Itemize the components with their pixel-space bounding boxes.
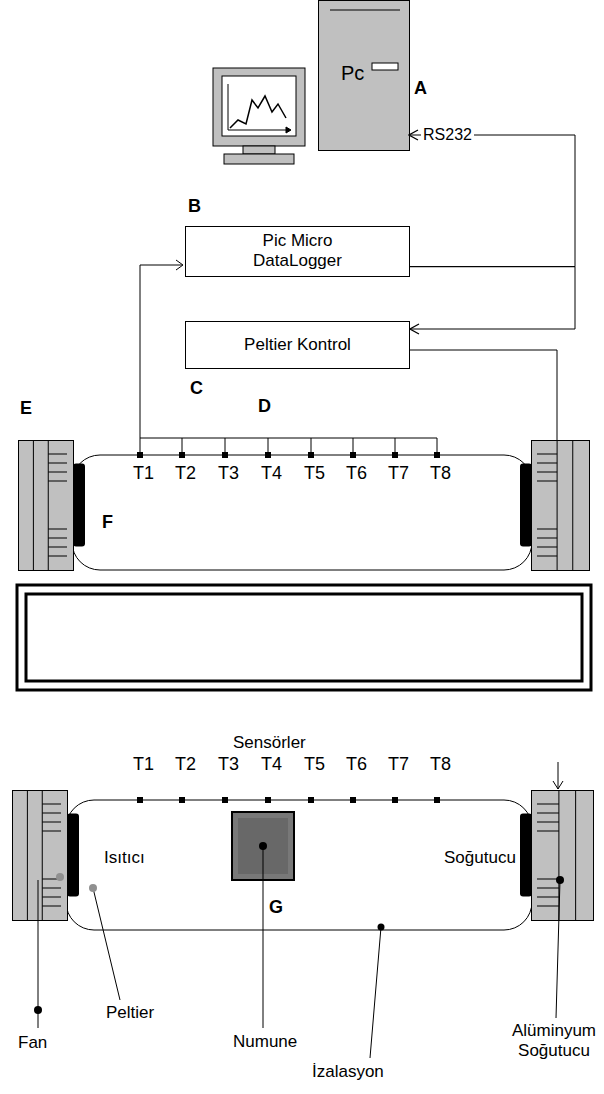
part-label: İzalasyon xyxy=(312,1062,384,1082)
signal-connector xyxy=(410,267,575,329)
box-label: Pc xyxy=(341,61,364,85)
aluminium-heatsink xyxy=(520,440,590,571)
callout-letter: D xyxy=(258,396,271,417)
aluminium-heatsink xyxy=(520,790,594,921)
sensor-wires xyxy=(140,260,562,455)
callout-letter: E xyxy=(20,398,32,419)
part-label: Numune xyxy=(233,1032,297,1052)
part-label: T4 xyxy=(261,463,282,484)
part-label: T6 xyxy=(346,463,367,484)
box-label: Peltier Kontrol xyxy=(244,335,351,355)
base-plate-inner xyxy=(26,594,582,681)
part-label: T3 xyxy=(218,754,239,775)
part-label: T2 xyxy=(175,463,196,484)
signal-connector xyxy=(409,135,575,267)
part-label: T3 xyxy=(218,463,239,484)
callout-letter: F xyxy=(102,512,113,533)
peltier-dot xyxy=(89,884,97,892)
part-label: T7 xyxy=(388,463,409,484)
part-label: T4 xyxy=(261,754,282,775)
computer-box: Pc xyxy=(319,1,409,150)
device-box: Peltier Kontrol xyxy=(185,321,410,369)
part-label: T1 xyxy=(133,754,154,775)
aluminium-heatsink xyxy=(19,440,86,571)
part-label: T2 xyxy=(175,754,196,775)
leader-lines xyxy=(38,846,560,1058)
part-label: Sensörler xyxy=(233,733,306,753)
device-box: Pic Micro DataLogger xyxy=(185,226,410,277)
callout-letter: B xyxy=(188,196,201,217)
part-label: T8 xyxy=(430,463,451,484)
part-label: T1 xyxy=(133,463,154,484)
aluminium-heatsink xyxy=(13,790,80,921)
heatsinks xyxy=(13,440,594,921)
box-label: Pic Micro DataLogger xyxy=(238,231,358,272)
part-label: T5 xyxy=(304,754,325,775)
tube-top xyxy=(72,455,532,570)
part-label: Fan xyxy=(18,1033,47,1053)
sensor-dots xyxy=(137,452,440,803)
base-plate xyxy=(17,585,591,690)
part-label: Peltier xyxy=(106,1003,154,1023)
part-label: T6 xyxy=(346,754,367,775)
leader-dots xyxy=(34,842,564,1014)
monitor-icon xyxy=(213,68,305,164)
callout-letter: G xyxy=(269,897,283,918)
tube-bottom xyxy=(66,800,532,930)
fan-dot xyxy=(56,873,64,881)
part-label: T5 xyxy=(304,463,325,484)
control-arrow xyxy=(553,762,563,789)
part-label: Isıtıcı xyxy=(104,848,145,868)
callout-letter: A xyxy=(414,78,427,99)
pc-tower xyxy=(319,1,410,151)
edge-label: RS232 xyxy=(421,126,474,144)
part-label: Soğutucu xyxy=(444,848,516,868)
callout-letter: C xyxy=(190,378,203,399)
part-label: T8 xyxy=(430,754,451,775)
part-label: Alüminyum Soğutucu xyxy=(506,1021,602,1060)
part-label: T7 xyxy=(388,754,409,775)
